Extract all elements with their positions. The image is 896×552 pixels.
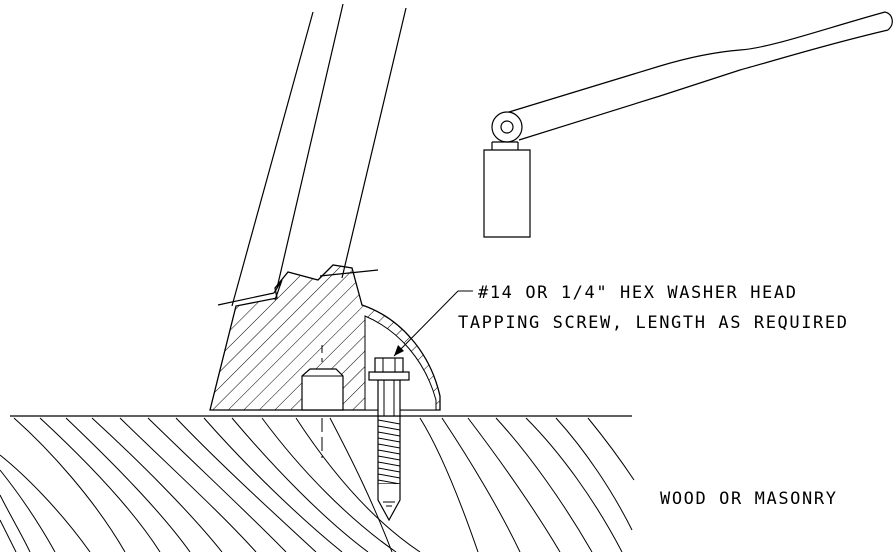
post-rails: [231, 3, 407, 307]
torque-wrench: [483, 11, 893, 238]
substrate-callout: WOOD OR MASONRY: [660, 489, 838, 509]
screw-leader: [393, 290, 473, 357]
locating-pin: [301, 345, 344, 458]
screw-callout-line2: TAPPING SCREW, LENGTH AS REQUIRED: [458, 313, 849, 333]
base-casting: [209, 264, 441, 458]
screw-callout-line1: #14 OR 1/4" HEX WASHER HEAD: [478, 283, 798, 303]
tapping-screw: [368, 357, 410, 522]
wood-grain: [0, 417, 635, 552]
